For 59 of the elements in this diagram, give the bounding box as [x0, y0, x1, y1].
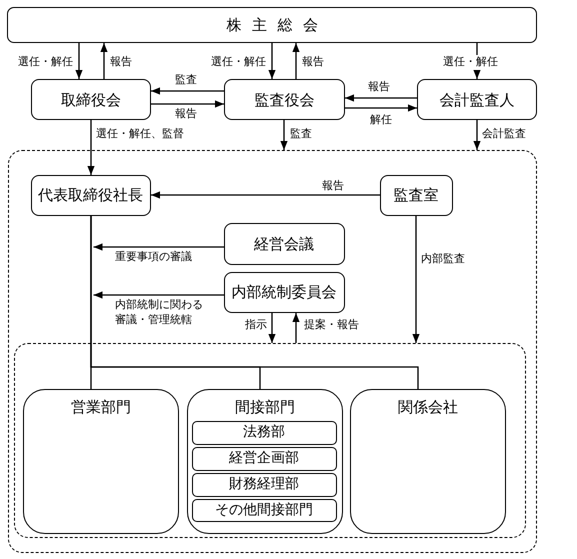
node-label: 内部統制委員会 [232, 283, 336, 301]
org-box [192, 498, 336, 522]
arrow [94, 243, 224, 251]
connector-line [90, 216, 419, 390]
dashed-group-frame [14, 342, 526, 538]
node-label: 関係会社 [398, 398, 458, 416]
node-label: 株主総会 [226, 16, 328, 34]
org-box [192, 420, 336, 444]
arrow [151, 100, 224, 108]
arrow [292, 313, 300, 343]
node-label: 経営会議 [254, 234, 314, 252]
edge-label: 報告 [368, 80, 390, 95]
edge-label: 選任・解任、監督 [96, 127, 184, 142]
arrow [75, 43, 83, 79]
edge-label: 報告 [175, 107, 197, 122]
arrow [345, 94, 417, 102]
edge-label: 報告 [322, 179, 344, 194]
edge-label: 提案・報告 [304, 318, 359, 333]
arrow [473, 120, 481, 150]
dashed-group-frame [8, 150, 537, 553]
department-box [350, 389, 506, 534]
org-box [192, 472, 336, 496]
org-box [224, 79, 345, 120]
node-label: 取締役会 [61, 90, 121, 108]
arrow [151, 87, 224, 95]
department-box [187, 389, 343, 534]
department-box [23, 389, 179, 534]
node-label: 経営企画部 [229, 450, 299, 467]
node-label: その他間接部門 [215, 502, 313, 518]
edge-label: 報告 [110, 55, 132, 70]
org-box [224, 272, 344, 312]
arrow [151, 191, 380, 199]
arrow [100, 43, 108, 79]
org-box [380, 174, 452, 216]
edge-label: 重要事項の審議 [115, 250, 192, 265]
org-box [224, 222, 344, 264]
org-box [30, 174, 150, 216]
node-label: 間接部門 [235, 398, 295, 416]
arrow [268, 43, 276, 79]
node-label: 法務部 [243, 424, 285, 441]
org-box [192, 446, 336, 470]
org-box [31, 79, 151, 120]
node-label: 代表取締役社長 [38, 186, 143, 204]
arrow [87, 120, 95, 175]
arrow [94, 291, 224, 299]
org-box [417, 79, 537, 120]
arrow [345, 104, 417, 112]
arrow [412, 216, 420, 343]
arrow [268, 313, 276, 343]
arrow [280, 120, 288, 150]
node-label: 監査役会 [254, 90, 314, 108]
arrow [292, 43, 300, 79]
node-label: 会計監査人 [440, 90, 514, 108]
edge-label: 報告 [302, 55, 324, 70]
org-box [7, 7, 537, 43]
edge-label: 選任・解任 [443, 55, 498, 70]
node-label: 監査室 [394, 186, 438, 204]
node-label: 財務経理部 [229, 476, 299, 493]
node-label: 営業部門 [71, 398, 131, 416]
